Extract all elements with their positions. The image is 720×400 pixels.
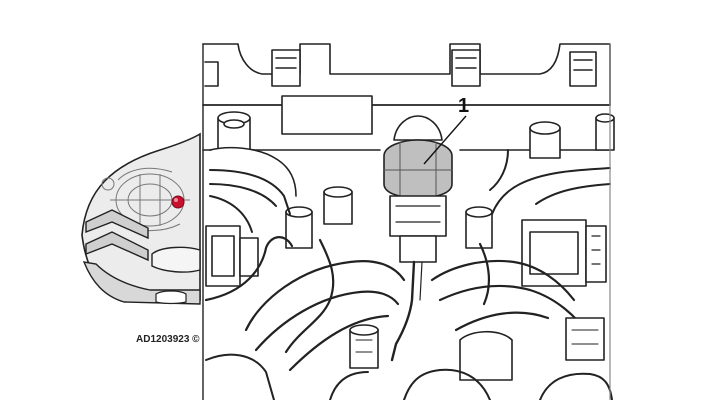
cylinder-head-cover <box>202 43 611 106</box>
engine-detail <box>202 43 615 400</box>
reference-code: AD1203923 © <box>136 334 200 345</box>
red-dot-icon <box>171 195 185 209</box>
sensor-hex-body <box>383 139 453 199</box>
injector-right <box>529 113 615 159</box>
temperature-sensor <box>383 115 453 362</box>
callout-number: 1 <box>458 95 469 117</box>
inset-headlight <box>151 246 201 273</box>
cover-bolts <box>204 49 597 87</box>
connector-plug <box>399 235 437 263</box>
rail-plate <box>281 95 373 135</box>
coil-block-right <box>521 219 607 287</box>
fuel-lines <box>209 149 611 233</box>
sensor-tip <box>393 115 443 141</box>
connector-wire <box>390 260 416 362</box>
sensor-connector <box>389 195 447 237</box>
central-bolts <box>285 186 493 249</box>
vehicle-inset <box>81 132 201 305</box>
injector-left <box>209 111 297 197</box>
red-dot-highlight <box>174 198 178 202</box>
inset-grille <box>85 209 149 262</box>
lower-pipes <box>205 353 613 400</box>
connector-ribs <box>395 205 441 223</box>
callout-1: 1 <box>423 95 469 165</box>
coil-block-left <box>205 225 259 287</box>
inset-foglight <box>155 290 187 305</box>
callout-leader-line <box>423 115 467 165</box>
lower-components <box>349 317 605 381</box>
